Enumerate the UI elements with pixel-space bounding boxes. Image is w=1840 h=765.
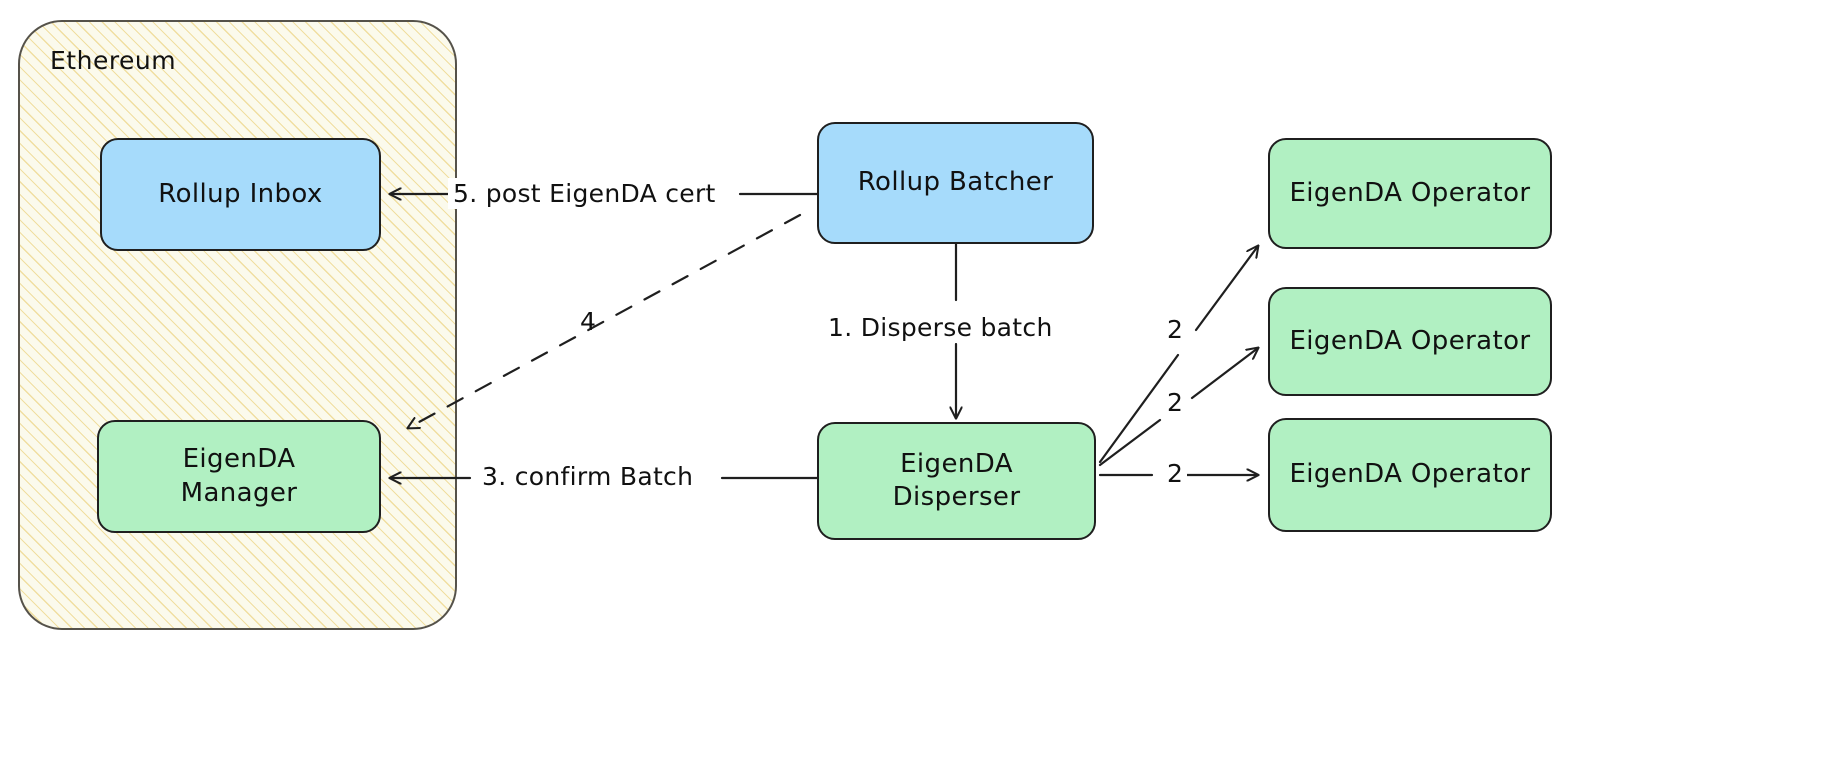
edge-label-operator-3: 2: [1163, 459, 1188, 488]
node-eigenda-manager[interactable]: EigenDA Manager: [97, 420, 381, 533]
edge-label-4: 4: [580, 307, 597, 336]
edge-path-op2-b: [1190, 348, 1258, 400]
edge-label-disperse-batch: 1. Disperse batch: [823, 312, 1058, 343]
edge-path-4: [408, 213, 802, 428]
ethereum-container: [18, 20, 457, 630]
edge-path-op1-b: [1194, 246, 1258, 332]
edge-label-confirm-batch: 3. confirm Batch: [477, 461, 699, 492]
edge-label-operator-1: 2: [1163, 315, 1188, 344]
node-eigenda-operator-2[interactable]: EigenDA Operator: [1268, 287, 1552, 396]
node-eigenda-disperser[interactable]: EigenDA Disperser: [817, 422, 1096, 540]
edge-path-op2-a: [1098, 418, 1162, 467]
edge-path-op1-a: [1098, 353, 1180, 464]
node-rollup-inbox[interactable]: Rollup Inbox: [100, 138, 381, 251]
edge-label-post-eigenda-cert: 5. post EigenDA cert: [448, 178, 721, 209]
node-rollup-batcher[interactable]: Rollup Batcher: [817, 122, 1094, 244]
ethereum-container-label: Ethereum: [50, 46, 177, 75]
edge-label-operator-2: 2: [1163, 388, 1188, 417]
node-eigenda-operator-1[interactable]: EigenDA Operator: [1268, 138, 1552, 249]
node-eigenda-operator-3[interactable]: EigenDA Operator: [1268, 418, 1552, 532]
